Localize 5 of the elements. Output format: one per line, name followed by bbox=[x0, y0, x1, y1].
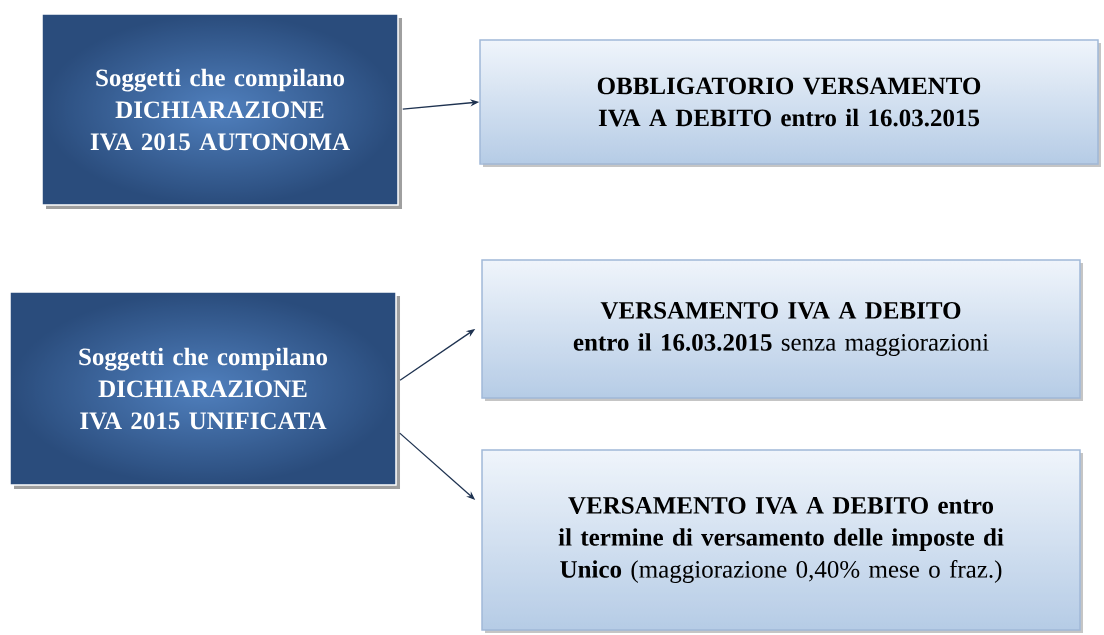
info-box: VERSAMENTO IVA A DEBITO entro il termine di versamento delle imposte di Unico (maggiorazione 0,40% mese o fraz.) bbox=[481, 449, 1083, 633]
info-box: VERSAMENTO IVA A DEBITO entro il 16.03.2015 senza maggiorazioni bbox=[481, 259, 1083, 401]
info-box: OBBLIGATORIO VERSAMENTO IVA A DEBITO entro il 16.03.2015 bbox=[479, 39, 1101, 167]
dark-box: Soggetti che compilano DICHIARAZIONE IVA 2015 UNIFICATA bbox=[9, 291, 400, 489]
dark-box: Soggetti che compilano DICHIARAZIONE IVA 2015 AUTONOMA bbox=[41, 13, 402, 209]
